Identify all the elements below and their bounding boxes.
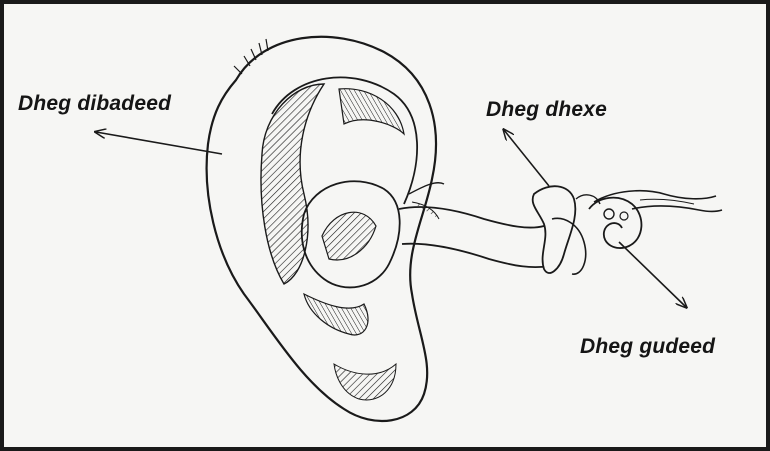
middle-ear-ossicles bbox=[533, 186, 600, 274]
arrow-inner-ear bbox=[619, 242, 686, 307]
label-inner-ear: Dheg gudeed bbox=[580, 335, 715, 359]
ear-diagram bbox=[4, 4, 766, 447]
label-outer-ear: Dheg dibadeed bbox=[18, 92, 171, 116]
label-middle-ear: Dheg dhexe bbox=[486, 98, 607, 122]
ear-canal bbox=[399, 183, 549, 267]
arrow-outer-ear bbox=[96, 132, 222, 154]
inner-ear-cochlea bbox=[589, 191, 722, 248]
outer-ear bbox=[207, 37, 436, 421]
arrow-middle-ear bbox=[504, 130, 549, 186]
